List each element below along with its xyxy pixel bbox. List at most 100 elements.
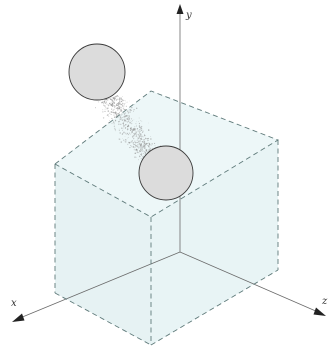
particle xyxy=(116,112,117,114)
particle xyxy=(145,142,146,144)
particle xyxy=(144,153,146,155)
particle xyxy=(141,126,142,127)
particle xyxy=(127,101,128,103)
particle xyxy=(134,156,136,158)
particle xyxy=(146,144,148,146)
particle xyxy=(146,151,148,153)
particle xyxy=(143,145,145,147)
particle xyxy=(140,150,142,152)
particle xyxy=(144,147,146,149)
particle xyxy=(141,120,143,122)
particle xyxy=(139,145,142,147)
particle xyxy=(123,121,125,123)
x-axis-label: x xyxy=(11,298,17,309)
particle xyxy=(116,103,118,105)
particle xyxy=(119,108,121,110)
particle xyxy=(124,119,125,121)
particle xyxy=(136,141,138,144)
particle xyxy=(139,135,141,137)
particle xyxy=(103,104,105,107)
particle xyxy=(117,108,119,110)
particle xyxy=(118,120,121,122)
particle xyxy=(112,121,115,123)
particle xyxy=(126,118,128,120)
particle xyxy=(135,152,137,154)
particle xyxy=(138,144,140,145)
particle xyxy=(149,149,150,151)
particle xyxy=(131,128,133,130)
particle xyxy=(138,136,140,138)
particle xyxy=(127,110,129,112)
y-axis-label: y xyxy=(185,10,192,21)
particle xyxy=(154,142,156,144)
particle xyxy=(125,127,127,129)
particle xyxy=(143,150,144,152)
particle xyxy=(130,133,131,135)
particle xyxy=(124,120,126,122)
particle xyxy=(107,99,109,101)
particle xyxy=(138,137,140,139)
particle xyxy=(137,146,139,148)
particle xyxy=(114,119,116,121)
cube-edges xyxy=(54,90,280,346)
particle xyxy=(118,111,120,113)
particle xyxy=(121,113,122,115)
particle xyxy=(125,112,127,114)
particle xyxy=(128,141,130,144)
particle xyxy=(119,117,121,119)
particle xyxy=(118,103,120,106)
particle xyxy=(123,106,125,108)
particle xyxy=(140,143,142,145)
particle xyxy=(115,116,117,118)
particle xyxy=(142,147,144,149)
particle xyxy=(137,141,140,143)
particle xyxy=(139,142,140,144)
particle xyxy=(121,119,124,121)
particle xyxy=(115,107,118,109)
particle xyxy=(122,95,123,97)
particle xyxy=(132,146,135,148)
particle xyxy=(147,149,149,151)
particle xyxy=(125,109,127,111)
particle xyxy=(143,150,145,152)
particle xyxy=(102,109,104,111)
particle xyxy=(125,141,127,143)
x-axis-arrow xyxy=(12,313,25,322)
particle xyxy=(129,109,131,111)
particle xyxy=(127,115,129,116)
particle xyxy=(119,118,121,121)
particle xyxy=(104,105,106,107)
particle xyxy=(139,146,141,148)
particle xyxy=(103,101,106,104)
particle xyxy=(127,137,129,139)
sphere-upper xyxy=(68,43,126,101)
particle xyxy=(120,117,122,119)
particle xyxy=(144,141,146,143)
particle xyxy=(119,97,121,99)
particle xyxy=(115,130,117,132)
particle xyxy=(118,120,120,123)
particle xyxy=(138,121,139,123)
particle xyxy=(138,150,141,152)
particle xyxy=(149,147,152,150)
particle xyxy=(134,129,136,131)
particle xyxy=(116,113,118,115)
particle xyxy=(105,101,107,102)
particle xyxy=(135,150,136,151)
particle xyxy=(113,116,116,118)
particle xyxy=(137,146,138,148)
particle xyxy=(141,150,143,152)
particle xyxy=(119,110,122,112)
particle xyxy=(95,107,96,109)
particle xyxy=(148,142,150,145)
particle xyxy=(132,135,134,137)
particle xyxy=(122,116,124,118)
particle xyxy=(139,150,142,152)
particle xyxy=(116,114,118,117)
particle xyxy=(110,98,113,101)
particle xyxy=(107,114,109,115)
particle xyxy=(135,123,137,125)
particle xyxy=(115,104,118,107)
particle xyxy=(121,127,123,129)
particle xyxy=(107,122,110,124)
